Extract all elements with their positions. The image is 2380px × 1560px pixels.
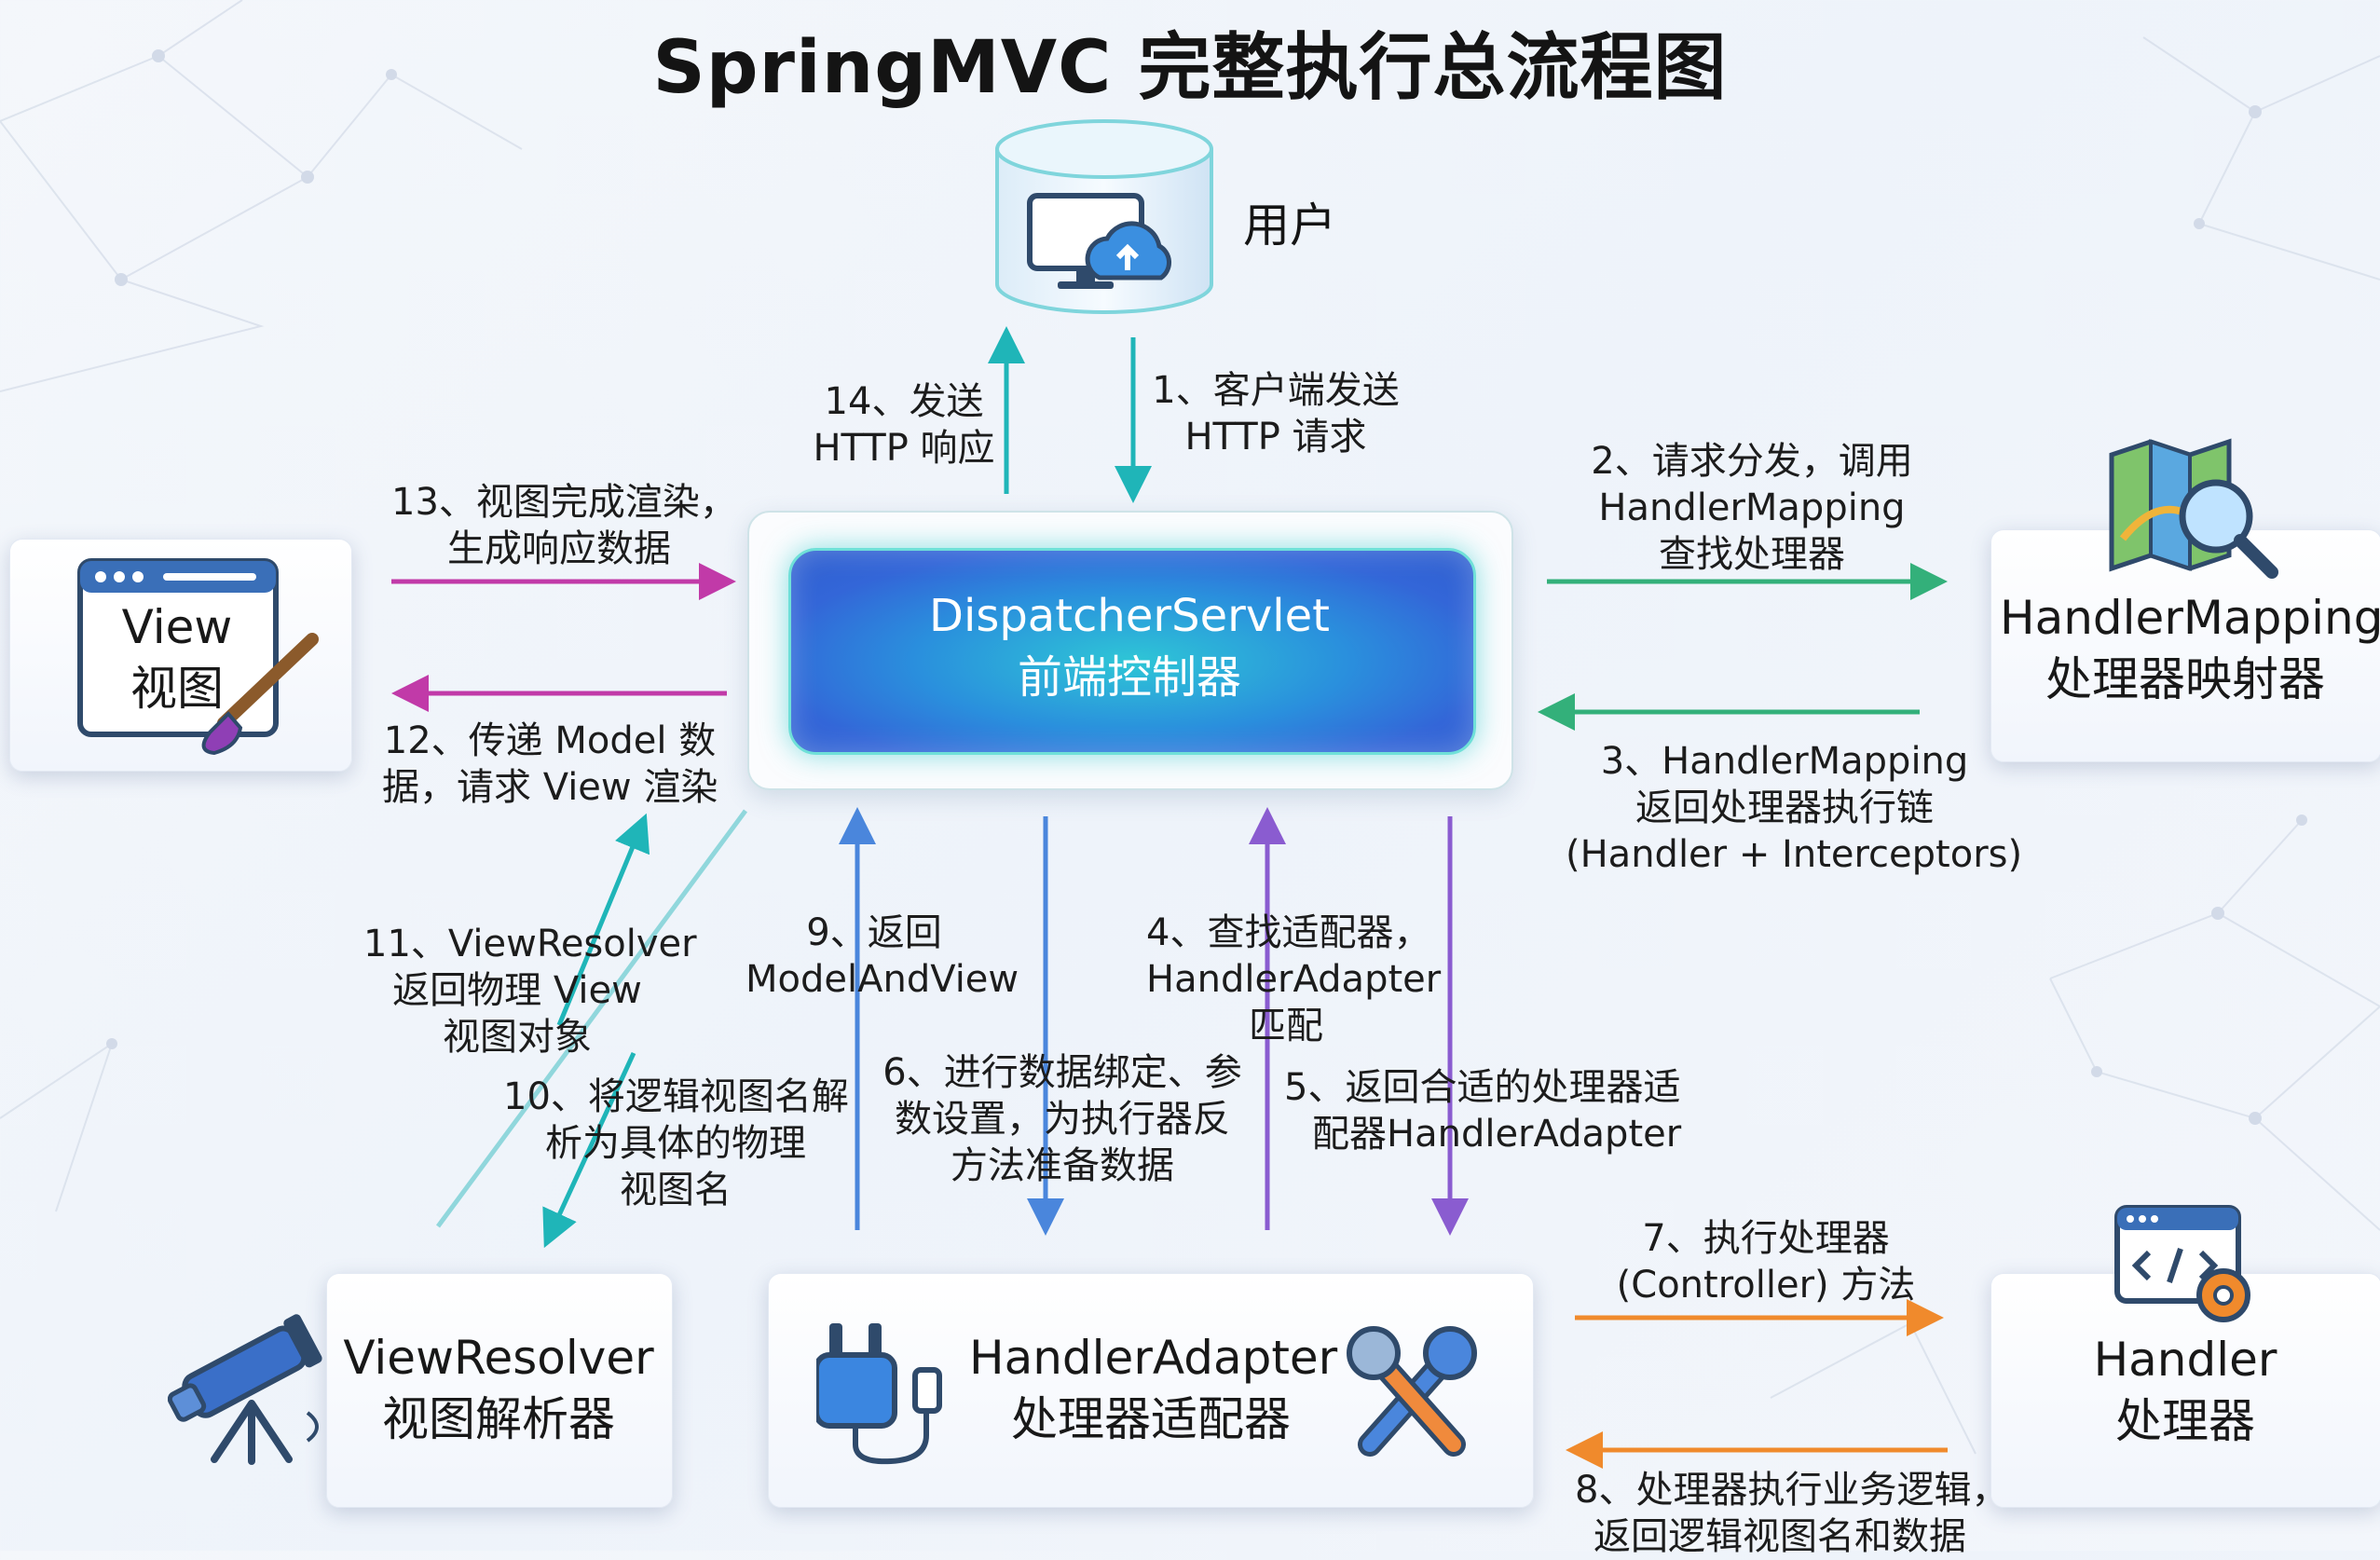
step-12-label: 12、传递 Model 数 据，请求 View 渲染 — [382, 718, 718, 811]
step-2-line-1: 2、请求分发，调用 — [1591, 440, 1913, 483]
step-13-label: 13、视图完成渲染， 生成响应数据 — [391, 479, 737, 572]
step-3-line-3: (Handler + Interceptors) — [1566, 833, 2023, 876]
step-7-line-1: 7、执行处理器 — [1642, 1217, 1890, 1260]
step-8-line-1: 8、处理器执行业务逻辑， — [1575, 1469, 2009, 1512]
step-14-line-1: 14、发送 — [824, 380, 984, 423]
step-8-line-2: 返回逻辑视图名和数据 — [1594, 1515, 1966, 1558]
view-title: View — [121, 600, 233, 654]
view-text: View 视图 — [103, 596, 252, 719]
step-8-label: 8、处理器执行业务逻辑， 返回逻辑视图名和数据 — [1575, 1467, 2009, 1560]
power-plug-icon — [816, 1323, 942, 1465]
step-4-line-1: 4、查找适配器， — [1146, 911, 1431, 954]
arrow-10-resolve — [542, 1051, 636, 1249]
step-4-label: 4、查找适配器， HandlerAdapter 匹配 — [1146, 910, 1442, 1049]
user-node — [995, 119, 1213, 314]
step-3-line-1: 3、HandlerMapping — [1600, 740, 1969, 783]
browser-window-paintbrush-icon — [77, 558, 319, 756]
step-5-line-2: 配器HandlerAdapter — [1312, 1113, 1682, 1156]
view-resolver-title: ViewResolver — [343, 1331, 654, 1385]
step-9-label: 9、返回 ModelAndView — [745, 910, 1019, 1003]
step-2-label: 2、请求分发，调用 HandlerMapping 查找处理器 — [1556, 438, 1948, 578]
step-14-label: 14、发送 HTTP 响应 — [811, 378, 997, 472]
step-6-line-1: 6、进行数据绑定、参 — [882, 1051, 1242, 1094]
code-window-gear-icon — [2114, 1205, 2250, 1322]
handler-mapping-title: HandlerMapping — [2000, 591, 2380, 645]
step-4-line-2: HandlerAdapter — [1146, 958, 1442, 1001]
dispatcher-servlet-text: DispatcherServlet 前端控制器 — [788, 585, 1470, 708]
step-4-line-3: 匹配 — [1249, 1005, 1323, 1047]
dispatcher-servlet-node — [788, 548, 1476, 755]
step-9-line-1: 9、返回 — [806, 911, 942, 954]
user-label: 用户 — [1243, 198, 1336, 253]
handler-adapter-text: HandlerAdapter 处理器适配器 — [969, 1327, 1338, 1450]
view-resolver-text: ViewResolver 视图解析器 — [335, 1327, 662, 1450]
step-5-line-1: 5、返回合适的处理器适 — [1284, 1066, 1681, 1109]
handler-adapter-title: HandlerAdapter — [969, 1331, 1338, 1385]
arrow-11-return-view — [556, 813, 650, 1026]
step-7-line-2: (Controller) 方法 — [1616, 1264, 1916, 1307]
telescope-icon — [168, 1314, 322, 1465]
step-6-label: 6、进行数据绑定、参 数设置，为执行器反 方法准备数据 — [867, 1049, 1258, 1189]
wrench-screwdriver-icon — [1347, 1326, 1477, 1457]
step-13-line-2: 生成响应数据 — [447, 527, 671, 570]
step-11-line-3: 视图对象 — [443, 1016, 592, 1059]
step-2-line-2: HandlerMapping — [1598, 486, 1906, 529]
step-6-line-2: 数设置，为执行器反 — [895, 1098, 1230, 1141]
step-10-label: 10、将逻辑视图名解 析为具体的物理 视图名 — [503, 1074, 849, 1213]
step-2-line-3: 查找处理器 — [1659, 533, 1845, 576]
handler-mapping-text: HandlerMapping 处理器映射器 — [2000, 587, 2380, 710]
handler-subtitle: 处理器 — [2115, 1394, 2255, 1448]
view-subtitle: 视图 — [130, 662, 224, 716]
view-resolver-node — [326, 1273, 673, 1508]
step-5-label: 5、返回合适的处理器适 配器HandlerAdapter — [1284, 1064, 1681, 1157]
handler-node — [1990, 1273, 2380, 1508]
step-12-line-2: 据，请求 View 渲染 — [382, 766, 718, 809]
step-10-line-3: 视图名 — [620, 1169, 732, 1211]
step-12-line-1: 12、传递 Model 数 — [383, 719, 717, 762]
monitor-cloud-icon — [1027, 193, 1172, 289]
handler-adapter-subtitle: 处理器适配器 — [1011, 1392, 1291, 1446]
step-7-label: 7、执行处理器 (Controller) 方法 — [1612, 1215, 1920, 1308]
step-13-line-1: 13、视图完成渲染， — [391, 481, 737, 524]
diagram-title: SpringMVC 完整执行总流程图 — [652, 26, 1728, 110]
step-10-line-2: 析为具体的物理 — [545, 1122, 806, 1165]
view-resolver-subtitle: 视图解析器 — [382, 1392, 615, 1446]
step-11-label: 11、ViewResolver 返回物理 View 视图对象 — [363, 921, 697, 1061]
handler-text: Handler 处理器 — [2000, 1329, 2371, 1452]
step-1-label: 1、客户端发送 HTTP 请求 — [1141, 367, 1411, 460]
dispatcher-servlet-subtitle: 前端控制器 — [1017, 651, 1241, 704]
step-3-line-2: 返回处理器执行链 — [1635, 787, 1934, 829]
handler-title: Handler — [2093, 1333, 2277, 1387]
dispatcher-servlet-title: DispatcherServlet — [929, 590, 1330, 642]
step-6-line-3: 方法准备数据 — [951, 1144, 1174, 1187]
step-11-line-2: 返回物理 View — [392, 969, 642, 1012]
step-1-line-1: 1、客户端发送 — [1152, 369, 1400, 412]
map-magnifier-icon — [2109, 438, 2278, 579]
step-11-line-1: 11、ViewResolver — [363, 923, 697, 965]
arrow-10-shadow — [435, 809, 748, 1228]
step-1-line-2: HTTP 请求 — [1184, 416, 1367, 458]
step-3-label: 3、HandlerMapping 返回处理器执行链 (Handler + Int… — [1566, 738, 2023, 878]
step-14-line-2: HTTP 响应 — [813, 427, 995, 470]
step-10-line-1: 10、将逻辑视图名解 — [503, 1075, 849, 1118]
handler-mapping-subtitle: 处理器映射器 — [2045, 652, 2325, 706]
step-9-line-2: ModelAndView — [745, 958, 1019, 1001]
